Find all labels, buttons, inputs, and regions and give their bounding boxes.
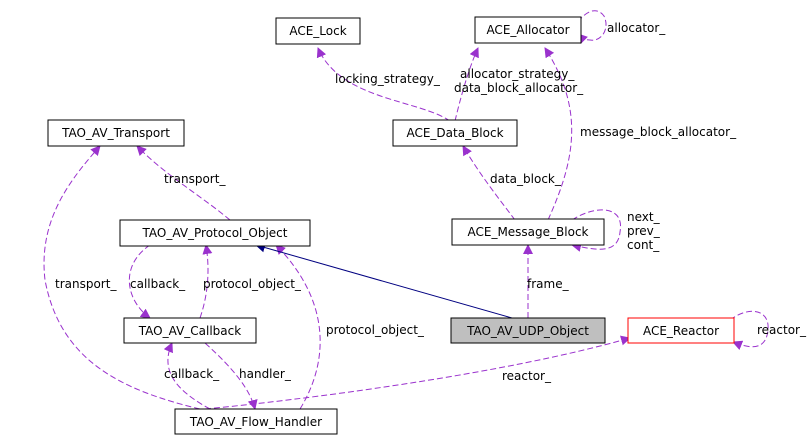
edge-allocator-self <box>577 10 607 44</box>
node-label-tao-av-callback: TAO_AV_Callback <box>138 324 241 338</box>
edge-transport-flow <box>43 145 201 410</box>
label-prev: prev_ <box>627 224 661 238</box>
node-ace-reactor[interactable]: ACE_Reactor <box>627 317 735 344</box>
label-data-block-allocator: data_block_allocator_ <box>454 81 584 95</box>
label-data-block: data_block_ <box>490 172 562 186</box>
label-callback-flow: callback_ <box>164 367 220 381</box>
label-callback: callback_ <box>130 277 186 291</box>
label-protocol-object-flow: protocol_object_ <box>326 323 425 337</box>
label-transport-protocol: transport_ <box>164 172 226 186</box>
node-ace-allocator[interactable]: ACE_Allocator <box>474 16 582 44</box>
label-allocator-strategy: allocator_strategy_ <box>460 67 575 81</box>
node-tao-av-protocol-object[interactable]: TAO_AV_Protocol_Object <box>119 219 311 247</box>
node-tao-av-callback[interactable]: TAO_AV_Callback <box>123 317 257 344</box>
node-tao-av-flow-handler[interactable]: TAO_AV_Flow_Handler <box>174 408 338 435</box>
node-ace-lock[interactable]: ACE_Lock <box>275 17 361 45</box>
label-reactor: reactor_ <box>502 369 552 383</box>
label-transport-flow: transport_ <box>55 277 117 291</box>
node-tao-av-transport[interactable]: TAO_AV_Transport <box>47 119 185 147</box>
label-reactor-self: reactor_ <box>757 323 807 337</box>
label-next: next_ <box>627 210 661 224</box>
edge-transport-protocol <box>136 145 231 221</box>
label-message-block-allocator: message_block_allocator_ <box>580 125 737 139</box>
node-label-tao-av-protocol-object: TAO_AV_Protocol_Object <box>142 226 288 240</box>
label-cont: cont_ <box>627 238 660 252</box>
edge-handler <box>204 342 258 410</box>
edge-reactor <box>204 335 631 410</box>
label-handler: handler_ <box>239 367 292 381</box>
edge-data-block-allocator <box>454 47 479 122</box>
node-tao-av-udp-object[interactable]: TAO_AV_UDP_Object <box>450 317 606 344</box>
node-label-tao-av-udp-object: TAO_AV_UDP_Object <box>466 324 589 338</box>
node-label-ace-lock: ACE_Lock <box>289 24 346 38</box>
edge-callback <box>128 244 151 319</box>
node-label-ace-reactor: ACE_Reactor <box>643 324 719 338</box>
node-label-ace-data-block: ACE_Data_Block <box>406 126 503 140</box>
node-ace-data-block[interactable]: ACE_Data_Block <box>392 119 518 147</box>
node-label-ace-message-block: ACE_Message_Block <box>467 225 588 239</box>
label-frame: frame_ <box>527 277 570 291</box>
node-label-tao-av-flow-handler: TAO_AV_Flow_Handler <box>189 415 322 429</box>
edge-protocol-object-flow <box>275 244 321 410</box>
label-locking-strategy: locking_strategy_ <box>335 72 441 86</box>
edge-message-block-self <box>571 209 621 252</box>
edge-callback-flow <box>163 342 211 410</box>
edge-reactor-self <box>729 310 769 350</box>
edge-protocol-object-callback <box>199 244 213 319</box>
edge-message-block-allocator <box>544 47 573 221</box>
label-protocol-object-callback: protocol_object_ <box>203 277 302 291</box>
node-label-tao-av-transport: TAO_AV_Transport <box>61 126 170 140</box>
edge-locking-strategy <box>316 47 451 122</box>
label-allocator-self: allocator_ <box>607 21 666 35</box>
node-ace-message-block[interactable]: ACE_Message_Block <box>451 218 605 246</box>
node-label-ace-allocator: ACE_Allocator <box>486 23 569 37</box>
edge-inheritance <box>255 242 513 319</box>
